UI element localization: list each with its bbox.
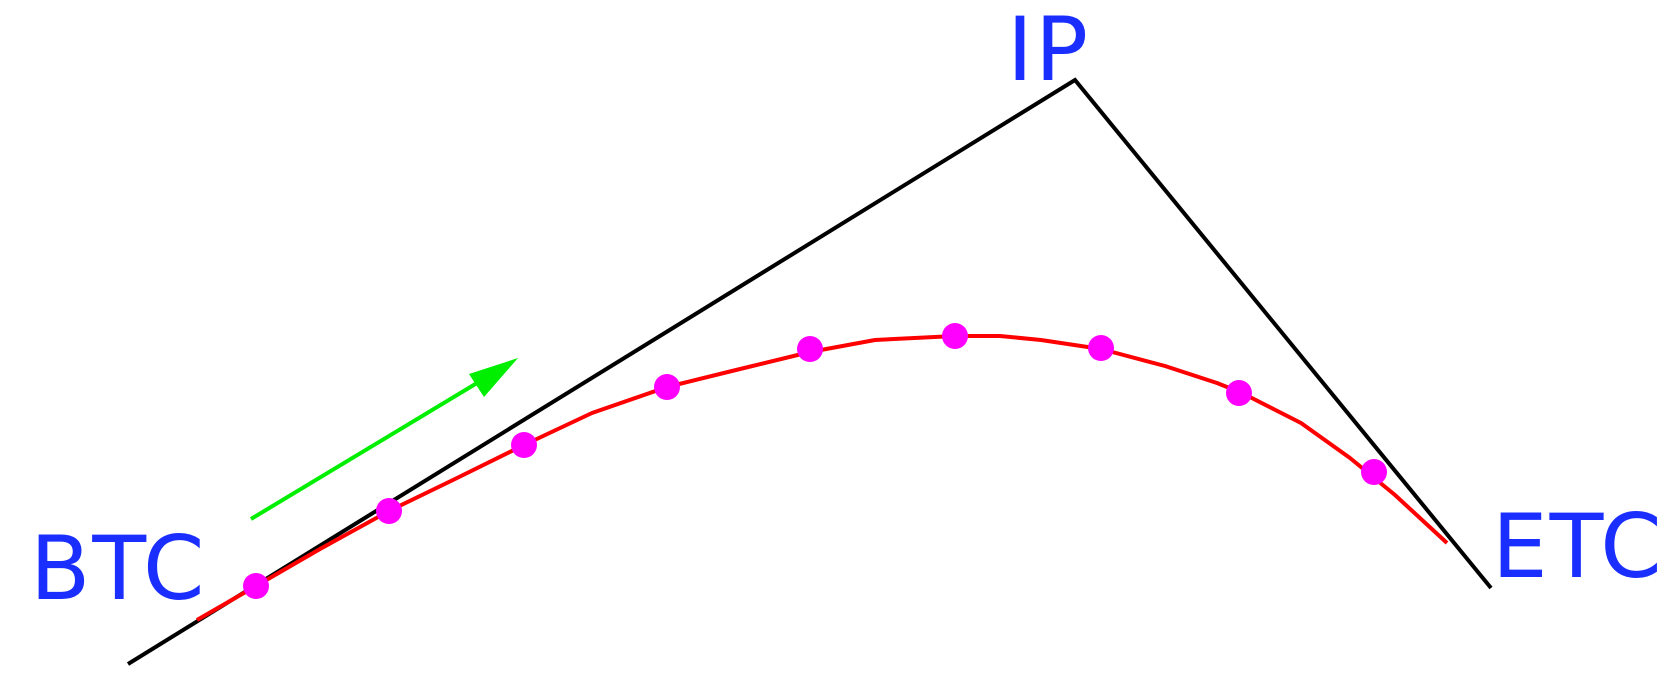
btc-label: BTC: [30, 517, 206, 620]
curve-point: [942, 323, 968, 349]
curve-point: [376, 498, 402, 524]
curve-point: [1226, 380, 1252, 406]
curve-point: [1361, 459, 1387, 485]
curve-point: [511, 432, 537, 458]
curve-point: [797, 336, 823, 362]
ip-label: IP: [1007, 0, 1090, 101]
curve-point: [243, 573, 269, 599]
stake-points: [243, 323, 1387, 599]
direction-arrow-icon: [249, 358, 518, 521]
curve-point: [654, 374, 680, 400]
etc-label: ETC: [1492, 495, 1664, 598]
curve-point: [1088, 335, 1114, 361]
curve-line: [196, 334, 1449, 622]
tangent-lines: [126, 77, 1493, 666]
